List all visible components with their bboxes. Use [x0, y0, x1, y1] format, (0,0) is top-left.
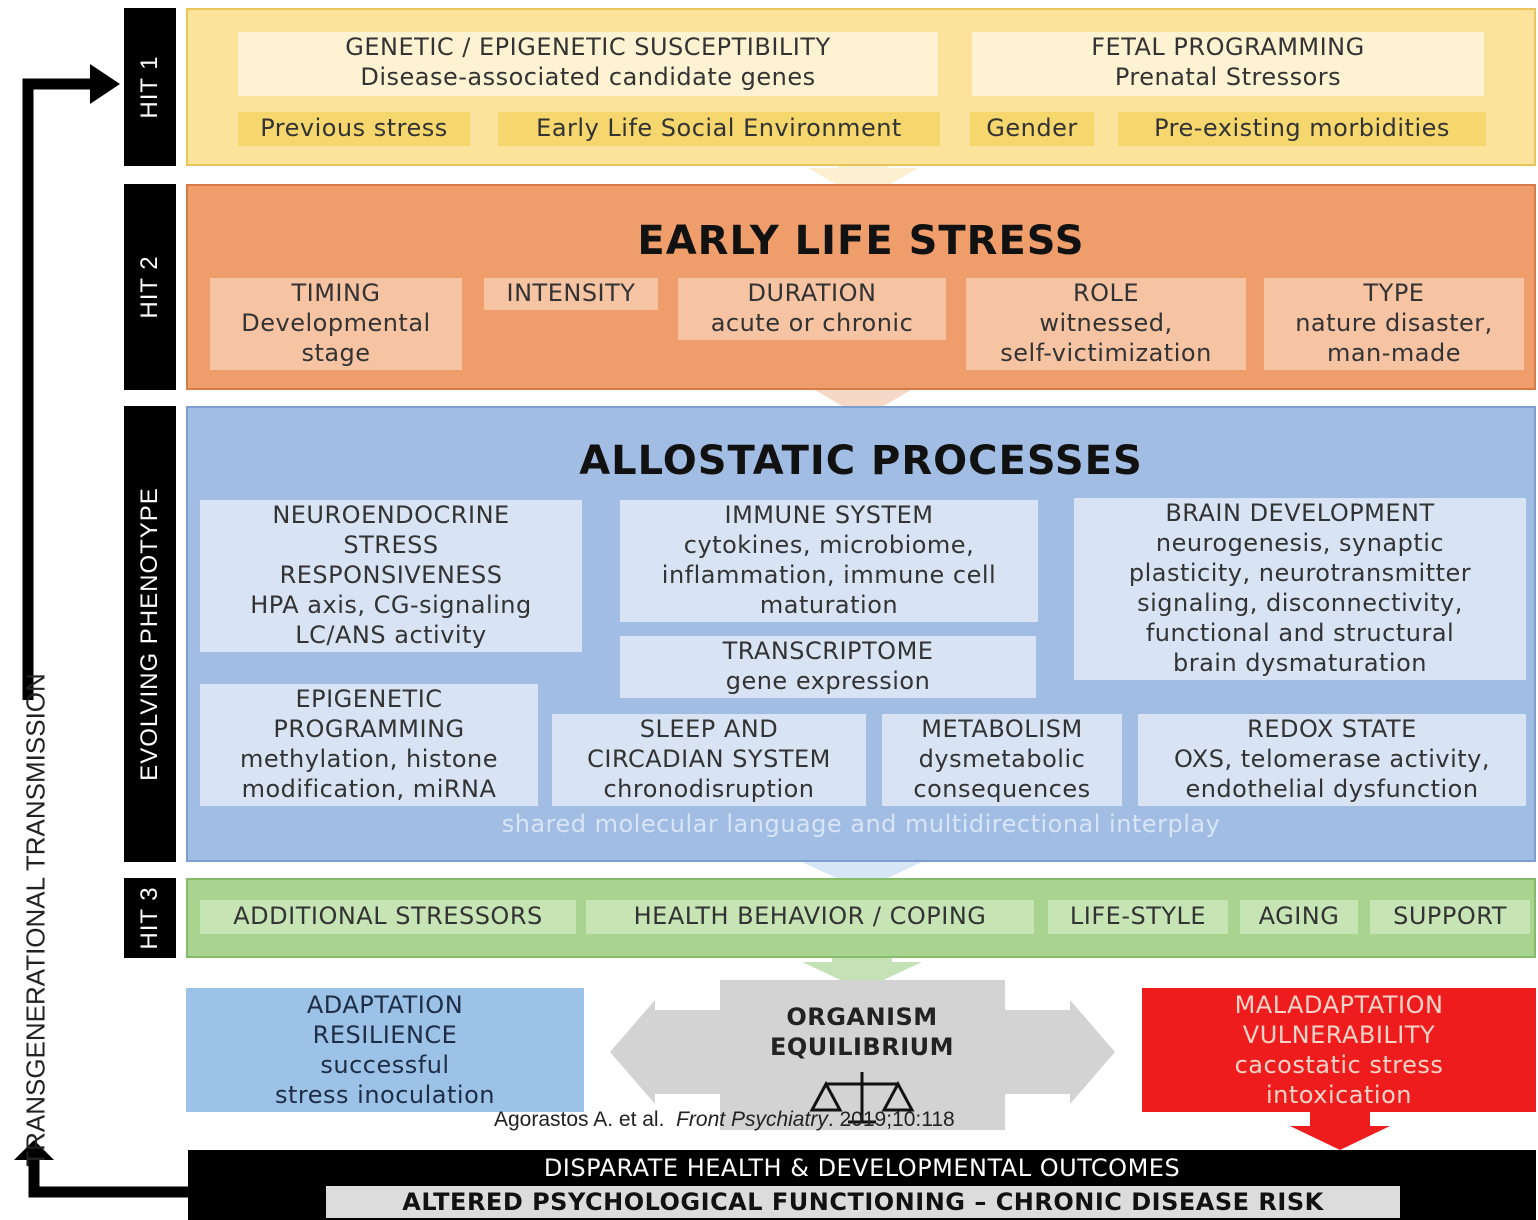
genetic-title: GENETIC / EPIGENETIC SUSCEPTIBILITY [345, 33, 831, 61]
role-box: ROLE witnessed, self-victimization [966, 278, 1246, 370]
factor-support: SUPPORT [1370, 900, 1530, 934]
red-down-arrow [1290, 1110, 1390, 1150]
equilibrium-label: ORGANISM EQUILIBRIUM [769, 1003, 954, 1061]
equilibrium-cross-arrow [610, 980, 1115, 1130]
allostatic-footer: shared molecular language and multidirec… [501, 810, 1221, 838]
transmission-arrow-head-top [90, 64, 120, 104]
outcome-line1: DISPARATE HEALTH & DEVELOPMENTAL OUTCOME… [543, 1154, 1181, 1182]
factor-previous-stress: Previous stress [238, 112, 470, 146]
transmission-arrow-head-bottom [14, 1140, 54, 1160]
fetal-programming-box: FETAL PROGRAMMING Prenatal Stressors [972, 32, 1484, 96]
duration-box: DURATION acute or chronic [678, 278, 946, 340]
factor-pre-existing-morbidities: Pre-existing morbidities [1118, 112, 1486, 146]
factor-additional-stressors: ADDITIONAL STRESSORS [200, 900, 576, 934]
hit2-label: HIT 2 [124, 184, 176, 390]
phenotype-label: EVOLVING PHENOTYPE [124, 406, 176, 862]
genetic-sub: Disease-associated candidate genes [360, 63, 816, 91]
adaptation-box: ADAPTATION RESILIENCE successful stress … [186, 988, 584, 1112]
down-arrow-hit1 [808, 158, 918, 200]
transmission-loop-bottom [28, 1158, 188, 1198]
maladaptation-box: MALADAPTATION VULNERABILITY cacostatic s… [1142, 988, 1536, 1112]
down-arrow-hit2 [808, 372, 918, 418]
factor-gender: Gender [970, 112, 1094, 146]
type-box: TYPE nature disaster, man-made [1264, 278, 1524, 370]
factor-early-life-social: Early Life Social Environment [498, 112, 940, 146]
citation: Agorastos A. et al. Front Psychiatry. 20… [494, 1108, 1054, 1136]
citation-details: . 2019;10:118 [827, 1108, 955, 1131]
timing-box: TIMING Developmental stage [210, 278, 462, 370]
citation-journal: Front Psychiatry [676, 1108, 828, 1131]
early-life-stress-title: EARLY LIFE STRESS [637, 218, 1085, 264]
citation-authors: Agorastos A. et al. [494, 1108, 665, 1131]
outcome-bar: DISPARATE HEALTH & DEVELOPMENTAL OUTCOME… [188, 1150, 1536, 1220]
hit1-label: HIT 1 [124, 8, 176, 166]
intensity-box: INTENSITY [484, 278, 658, 310]
fetal-sub: Prenatal Stressors [1114, 63, 1342, 91]
genetic-susceptibility-box: GENETIC / EPIGENETIC SUSCEPTIBILITY Dise… [238, 32, 938, 96]
factor-aging: AGING [1240, 900, 1358, 934]
transgenerational-label: TRANSGENERATIONAL TRANSMISSION [16, 673, 56, 1167]
factor-health-behavior: HEALTH BEHAVIOR / COPING [586, 900, 1034, 934]
allostatic-title: ALLOSTATIC PROCESSES [579, 438, 1143, 484]
outcome-line2: ALTERED PSYCHOLOGICAL FUNCTIONING – CHRO… [326, 1186, 1400, 1218]
transmission-loop-line [22, 78, 92, 700]
hit3-label: HIT 3 [124, 878, 176, 958]
transgenerational-text: TRANSGENERATIONAL TRANSMISSION [20, 673, 51, 1167]
factor-life-style: LIFE-STYLE [1048, 900, 1228, 934]
balance-scale-icon [809, 1072, 915, 1124]
fetal-title: FETAL PROGRAMMING [1091, 33, 1365, 61]
